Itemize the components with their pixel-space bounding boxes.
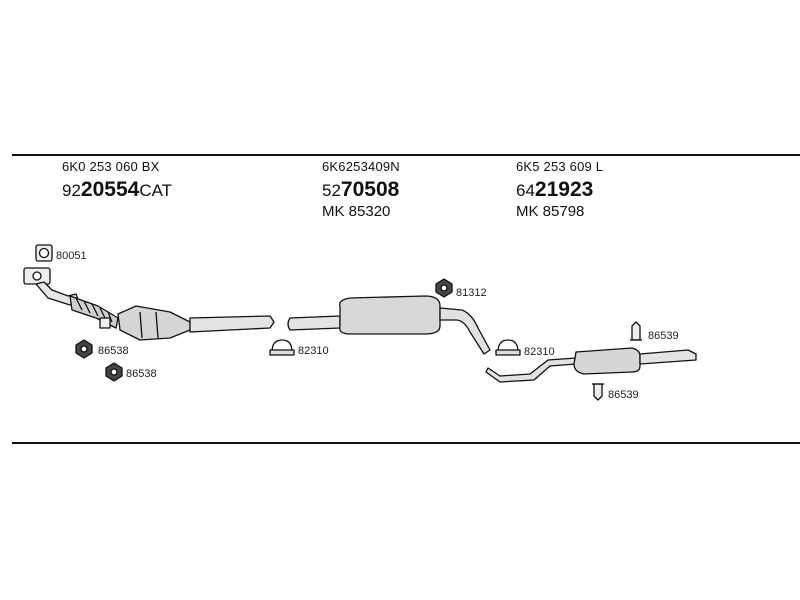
label-gasket: 80051: [56, 250, 87, 262]
header-middle-silencer: 6K6253409N 5270508 MK 85320: [322, 160, 400, 219]
label-rubber-hanger: 86539: [648, 330, 679, 342]
oe-number: 6K6253409N: [322, 159, 400, 174]
label-clamp: 82310: [524, 346, 555, 358]
hanger-icon: [105, 362, 123, 382]
label-clamp: 82310: [298, 345, 329, 357]
part-number: 9220554CAT: [62, 178, 173, 201]
part-number: 5270508: [322, 178, 400, 201]
part-number: 6421923: [516, 178, 594, 201]
rubber-hanger-icon: [592, 383, 604, 401]
label-ring: 81312: [456, 287, 487, 299]
label-hanger: 86538: [98, 345, 129, 357]
mounting-kit: MK 85320: [322, 203, 391, 220]
header-catalytic-converter: 6K0 253 060 BX 9220554CAT: [62, 160, 172, 200]
gasket-icon: [35, 244, 53, 262]
middle-silencer-assembly: [287, 295, 491, 355]
oe-number: 6K0 253 060 BX: [62, 159, 160, 174]
mounting-kit: MK 85798: [516, 203, 585, 220]
clamp-icon: [269, 339, 295, 356]
label-hanger: 86538: [126, 368, 157, 380]
bottom-rule: [12, 442, 800, 444]
clamp-icon: [495, 339, 521, 356]
catalytic-converter-assembly: [23, 267, 275, 341]
oe-number: 6K5 253 609 L: [516, 159, 604, 174]
ring-icon: [435, 278, 453, 298]
header-rear-silencer: 6K5 253 609 L 6421923 MK 85798: [516, 160, 603, 219]
label-rubber-hanger: 86539: [608, 389, 639, 401]
rubber-hanger-icon: [630, 321, 642, 341]
rear-silencer-assembly: [485, 347, 697, 383]
top-rule: [12, 154, 800, 156]
hanger-icon: [75, 339, 93, 359]
